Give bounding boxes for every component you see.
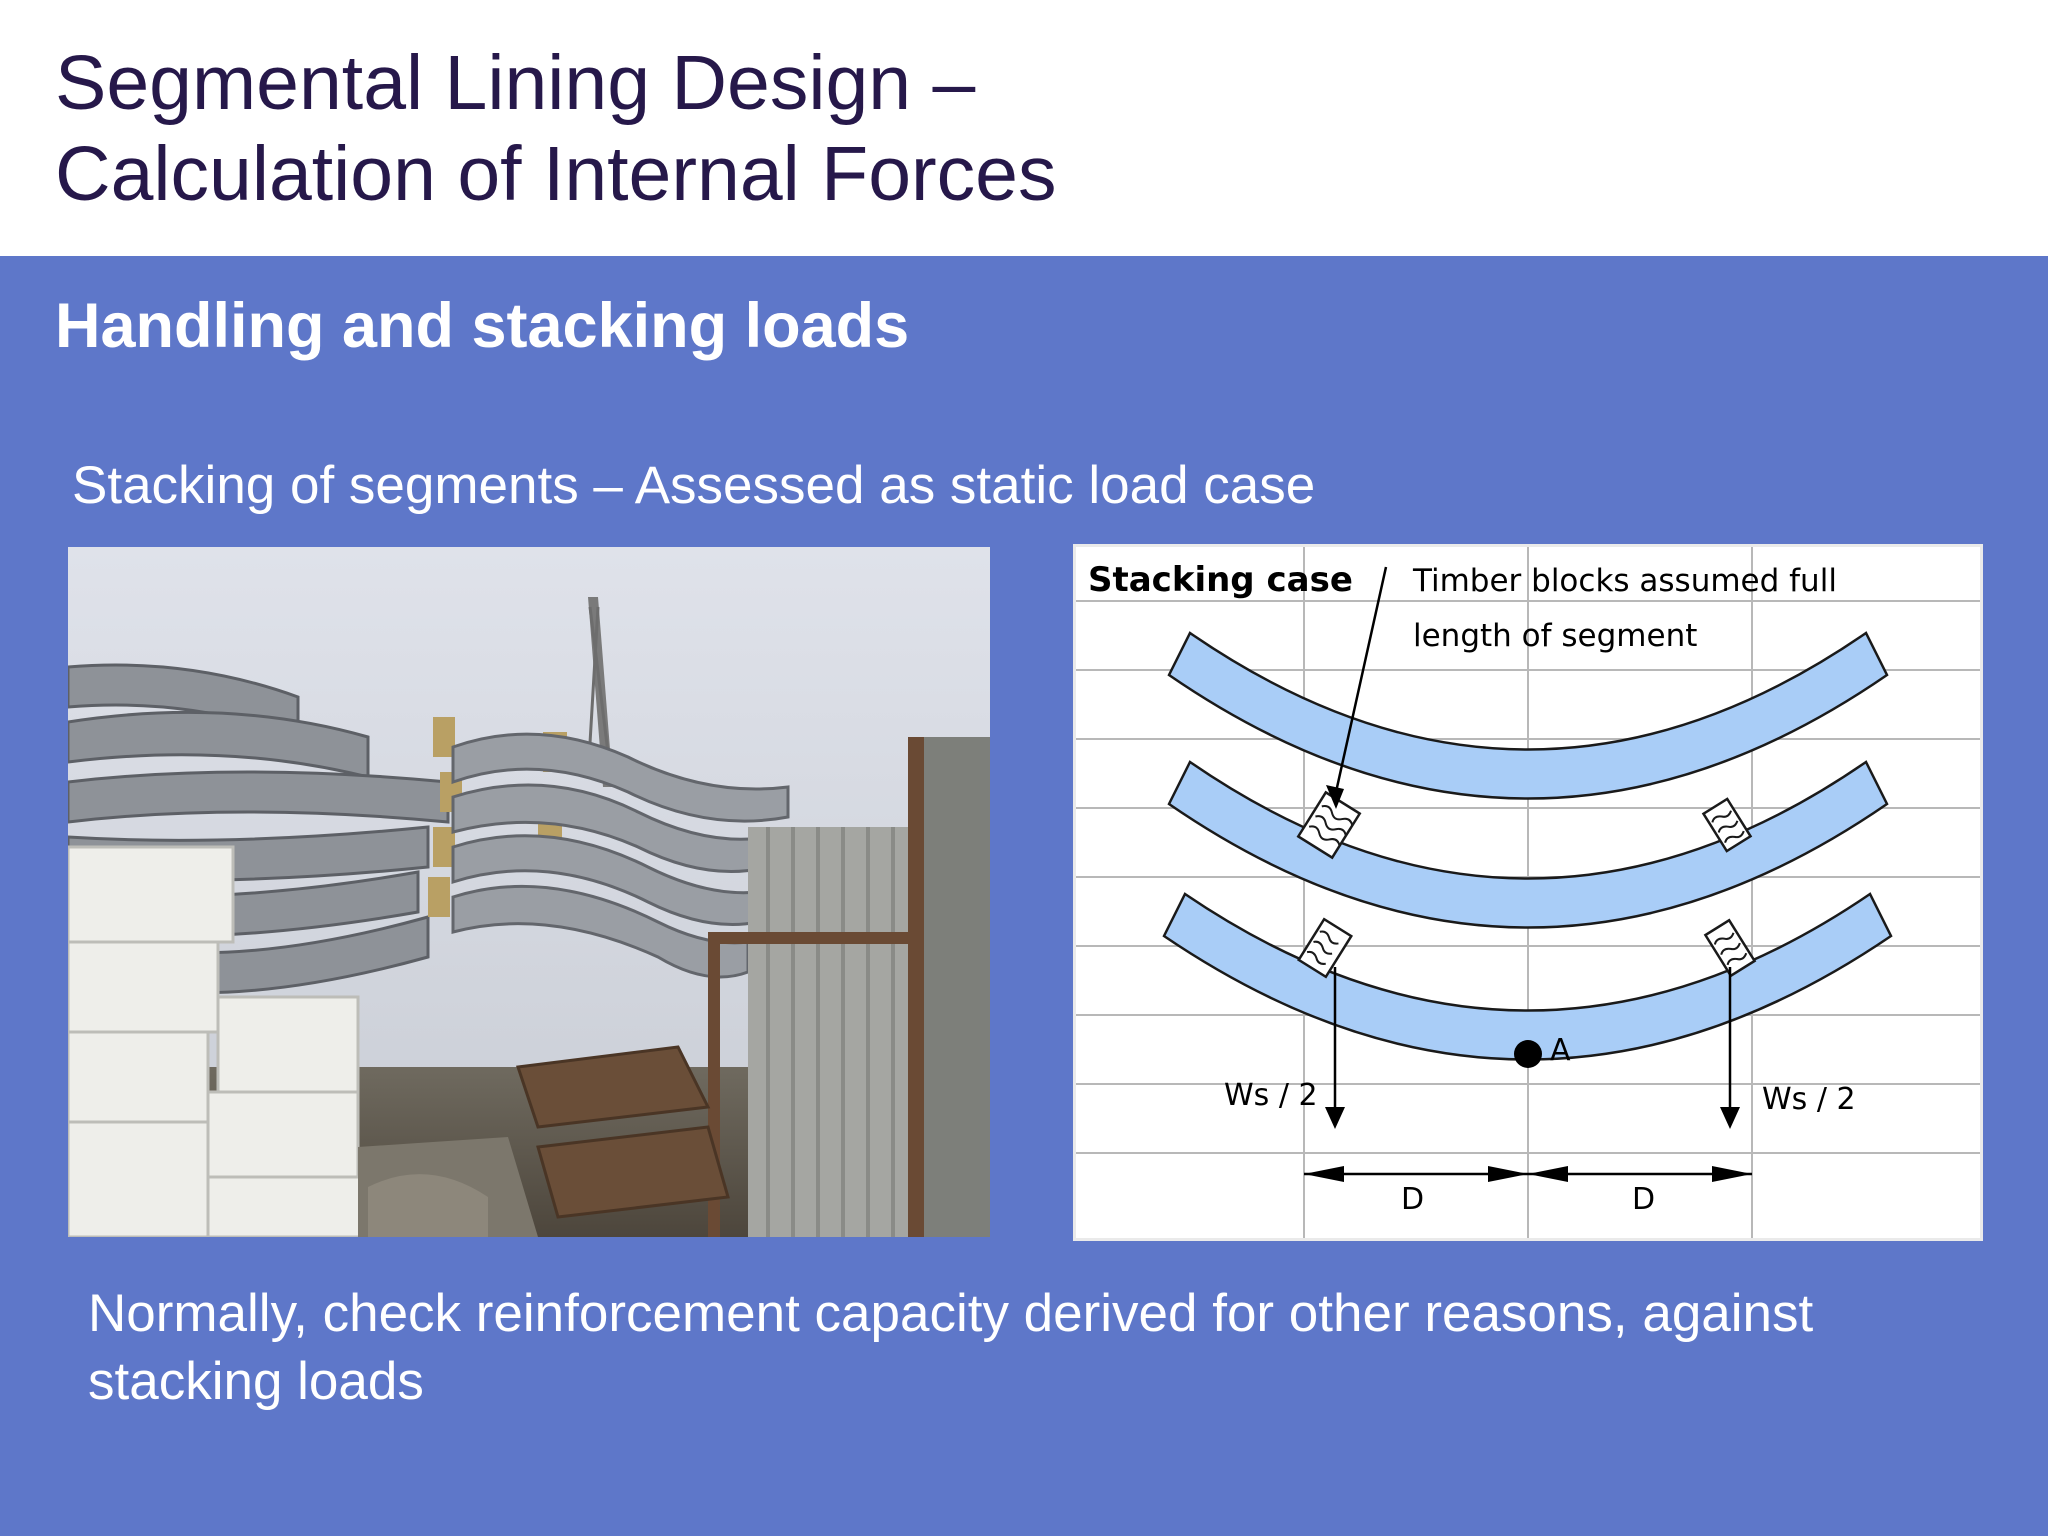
diagram-heading: Stacking case bbox=[1088, 560, 1353, 600]
stacked-segments-photo bbox=[68, 547, 990, 1237]
timber-block-lower-left bbox=[1296, 917, 1354, 979]
stacking-case-diagram: Stacking case Timber blocks assumed full… bbox=[1073, 544, 1983, 1241]
diagram-note-line-2: length of segment bbox=[1413, 618, 1697, 654]
title-line-2: Calculation of Internal Forces bbox=[55, 131, 1057, 217]
diagram-note-line-1: Timber blocks assumed full bbox=[1412, 563, 1837, 599]
bullet-stacking: Stacking of segments – Assessed as stati… bbox=[72, 456, 1316, 515]
segment-top bbox=[1167, 631, 1889, 800]
segment-bottom bbox=[1162, 892, 1893, 1061]
timber-block-upper-right bbox=[1701, 797, 1753, 853]
timber-block-upper-left bbox=[1296, 790, 1362, 860]
dimension-label-left: D bbox=[1401, 1182, 1424, 1217]
slide-subtitle: Handling and stacking loads bbox=[55, 291, 910, 361]
leader-arrowhead bbox=[1326, 785, 1344, 809]
point-a-label: A bbox=[1550, 1033, 1571, 1068]
timber-block-lower-right bbox=[1703, 918, 1757, 978]
title-line-1: Segmental Lining Design – bbox=[55, 40, 976, 126]
load-arrowhead-left bbox=[1325, 1107, 1345, 1129]
segment-middle bbox=[1167, 760, 1889, 929]
slide-title: Segmental Lining Design – Calculation of… bbox=[55, 38, 1555, 220]
dimension-label-right: D bbox=[1632, 1182, 1655, 1217]
title-bar bbox=[0, 0, 2048, 256]
bullet-reinforcement-check: Normally, check reinforcement capacity d… bbox=[88, 1284, 1814, 1411]
dimension-arrowheads bbox=[1304, 1166, 1752, 1182]
photo-illustration bbox=[68, 547, 990, 1237]
leader-line bbox=[1334, 566, 1388, 793]
timber-blocks bbox=[1296, 790, 1757, 979]
point-a-marker bbox=[1514, 1040, 1542, 1068]
load-arrowhead-right bbox=[1720, 1107, 1740, 1129]
stacking-diagram-figure: Stacking case Timber blocks assumed full… bbox=[1076, 547, 1980, 1238]
load-label-right: Ws / 2 bbox=[1762, 1082, 1856, 1117]
load-label-left: Ws / 2 bbox=[1224, 1078, 1318, 1113]
